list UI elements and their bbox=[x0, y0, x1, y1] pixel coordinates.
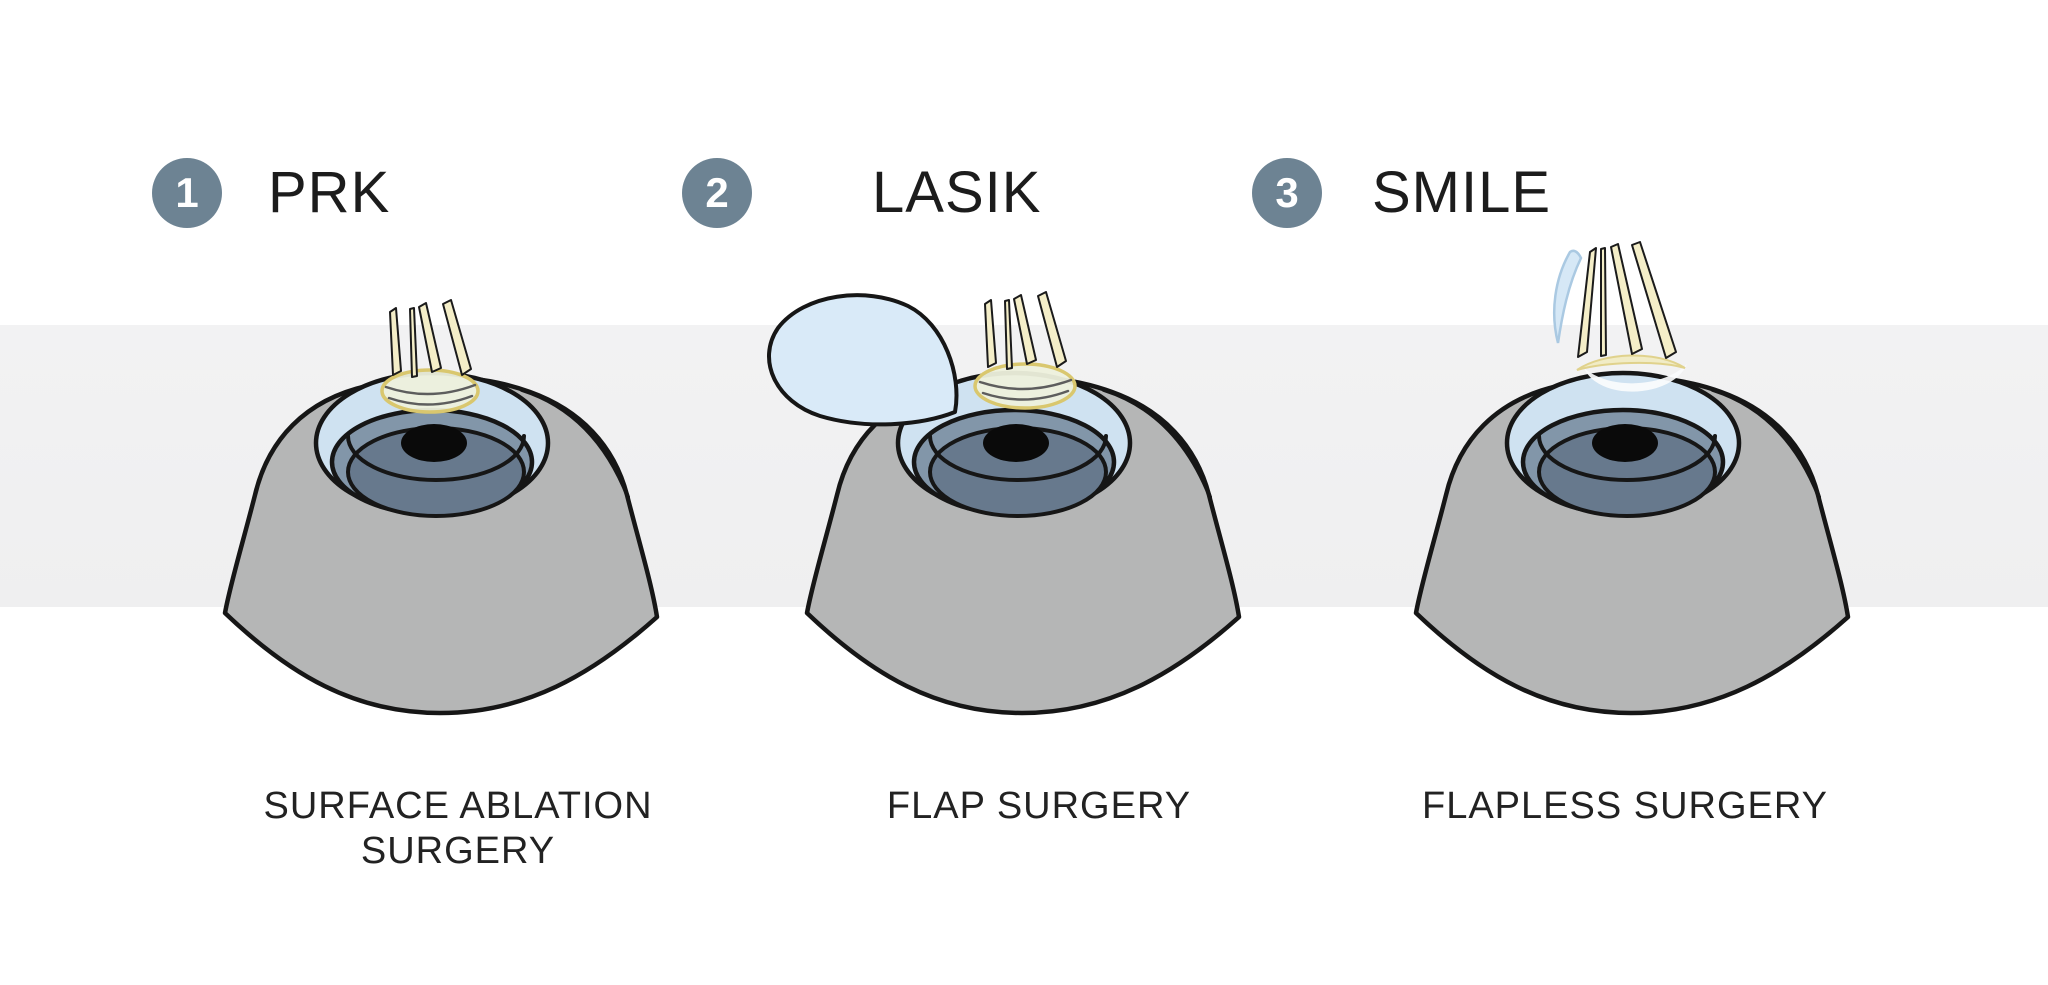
lenticule-icon bbox=[1552, 249, 1583, 344]
cornea-surface-line bbox=[387, 394, 474, 406]
laser-beams-icon bbox=[1577, 241, 1677, 359]
corneal-flap-shape bbox=[767, 293, 959, 427]
prk-eye-diagram bbox=[160, 299, 720, 745]
cornea-surface-line bbox=[384, 383, 477, 396]
laser-beams-icon bbox=[984, 291, 1067, 370]
step-number: 1 bbox=[175, 169, 199, 216]
procedure-title-smile: SMILE bbox=[1372, 160, 1552, 225]
caption-flapless-surgery: FLAPLESS SURGERY bbox=[1421, 785, 1828, 827]
step-badge-2: 2 bbox=[682, 158, 752, 228]
step-badge-1: 1 bbox=[152, 158, 222, 228]
step-number: 3 bbox=[1275, 169, 1299, 216]
cornea-surface-line bbox=[981, 389, 1070, 401]
step-number: 2 bbox=[705, 169, 729, 216]
caption-flap-surgery: FLAP SURGERY bbox=[886, 785, 1192, 827]
smile-eye-diagram bbox=[1351, 241, 1911, 745]
procedure-title-prk: PRK bbox=[268, 160, 391, 225]
caption-surface-ablation: SURFACE ABLATION SURGERY bbox=[263, 785, 653, 872]
lasik-eye-diagram bbox=[767, 291, 1302, 745]
step-badge-3: 3 bbox=[1252, 158, 1322, 228]
lenticule-pocket-shape bbox=[1584, 364, 1687, 392]
cornea-surface-line bbox=[978, 378, 1073, 391]
laser-contact-shape bbox=[1576, 354, 1686, 371]
procedure-title-lasik: LASIK bbox=[872, 160, 1042, 225]
laser-beams-icon bbox=[389, 299, 472, 378]
